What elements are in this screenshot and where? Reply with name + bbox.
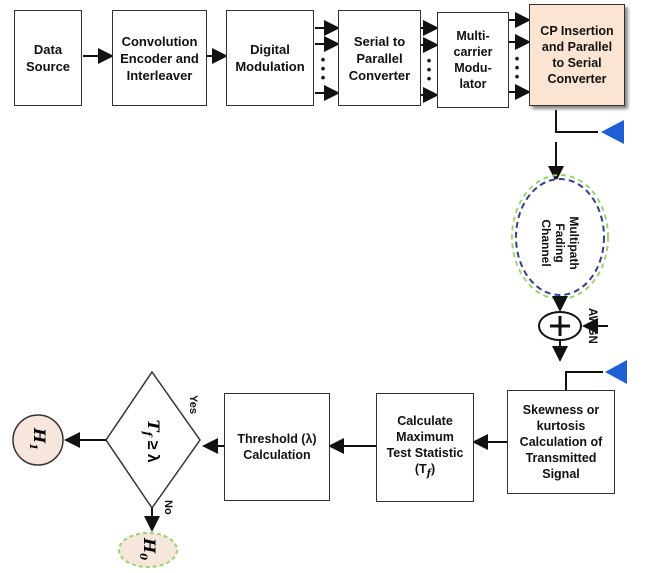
calculate-max-test-statistic-block: Calculate Maximum Test Statistic (Tf) bbox=[376, 393, 474, 502]
data-source-block: Data Source bbox=[14, 10, 82, 106]
serial-to-parallel-block: Serial to Parallel Converter bbox=[338, 10, 421, 106]
yes-label: Yes bbox=[187, 395, 199, 414]
digital-modulation-block: Digital Modulation bbox=[226, 10, 314, 106]
tx-antenna-icon bbox=[601, 120, 624, 144]
skewness-kurtosis-block: Skewness or kurtosis Calculation of Tran… bbox=[507, 390, 615, 494]
ellipsis-mod-to-s2p: • • • bbox=[320, 52, 326, 85]
convolution-encoder-block: Convolution Encoder and Interleaver bbox=[112, 10, 207, 106]
ellipsis-s2p-to-mc: • • • bbox=[426, 53, 432, 86]
tx-antenna-feed bbox=[555, 110, 598, 133]
multicarrier-modulator-block: Multi- carrier Modu- lator bbox=[437, 12, 509, 108]
no-label: No bbox=[162, 500, 174, 515]
h0-ellipse bbox=[118, 532, 178, 568]
decision-label: Tf ≥ λ bbox=[140, 419, 164, 463]
channel-ellipse bbox=[515, 178, 605, 296]
calc-max-label: Calculate Maximum Test Statistic bbox=[386, 413, 464, 460]
channel-label: Multipath Fading Channel bbox=[539, 216, 581, 270]
awgn-label: AWGN bbox=[586, 308, 598, 344]
calc-max-symbol: (Tf) bbox=[414, 461, 436, 480]
cp-insertion-block: CP Insertion and Parallel to Serial Conv… bbox=[529, 4, 625, 106]
threshold-calculation-block: Threshold (λ) Calculation bbox=[224, 393, 330, 501]
ellipsis-mc-to-cp: • • • bbox=[514, 51, 520, 84]
channel-ellipse-outline bbox=[511, 174, 609, 300]
h0-label: H0 bbox=[136, 538, 160, 561]
h1-label: H1 bbox=[26, 428, 50, 451]
h1-circle bbox=[12, 414, 64, 466]
rx-antenna-feed bbox=[565, 371, 603, 390]
rx-antenna-icon bbox=[605, 360, 627, 384]
